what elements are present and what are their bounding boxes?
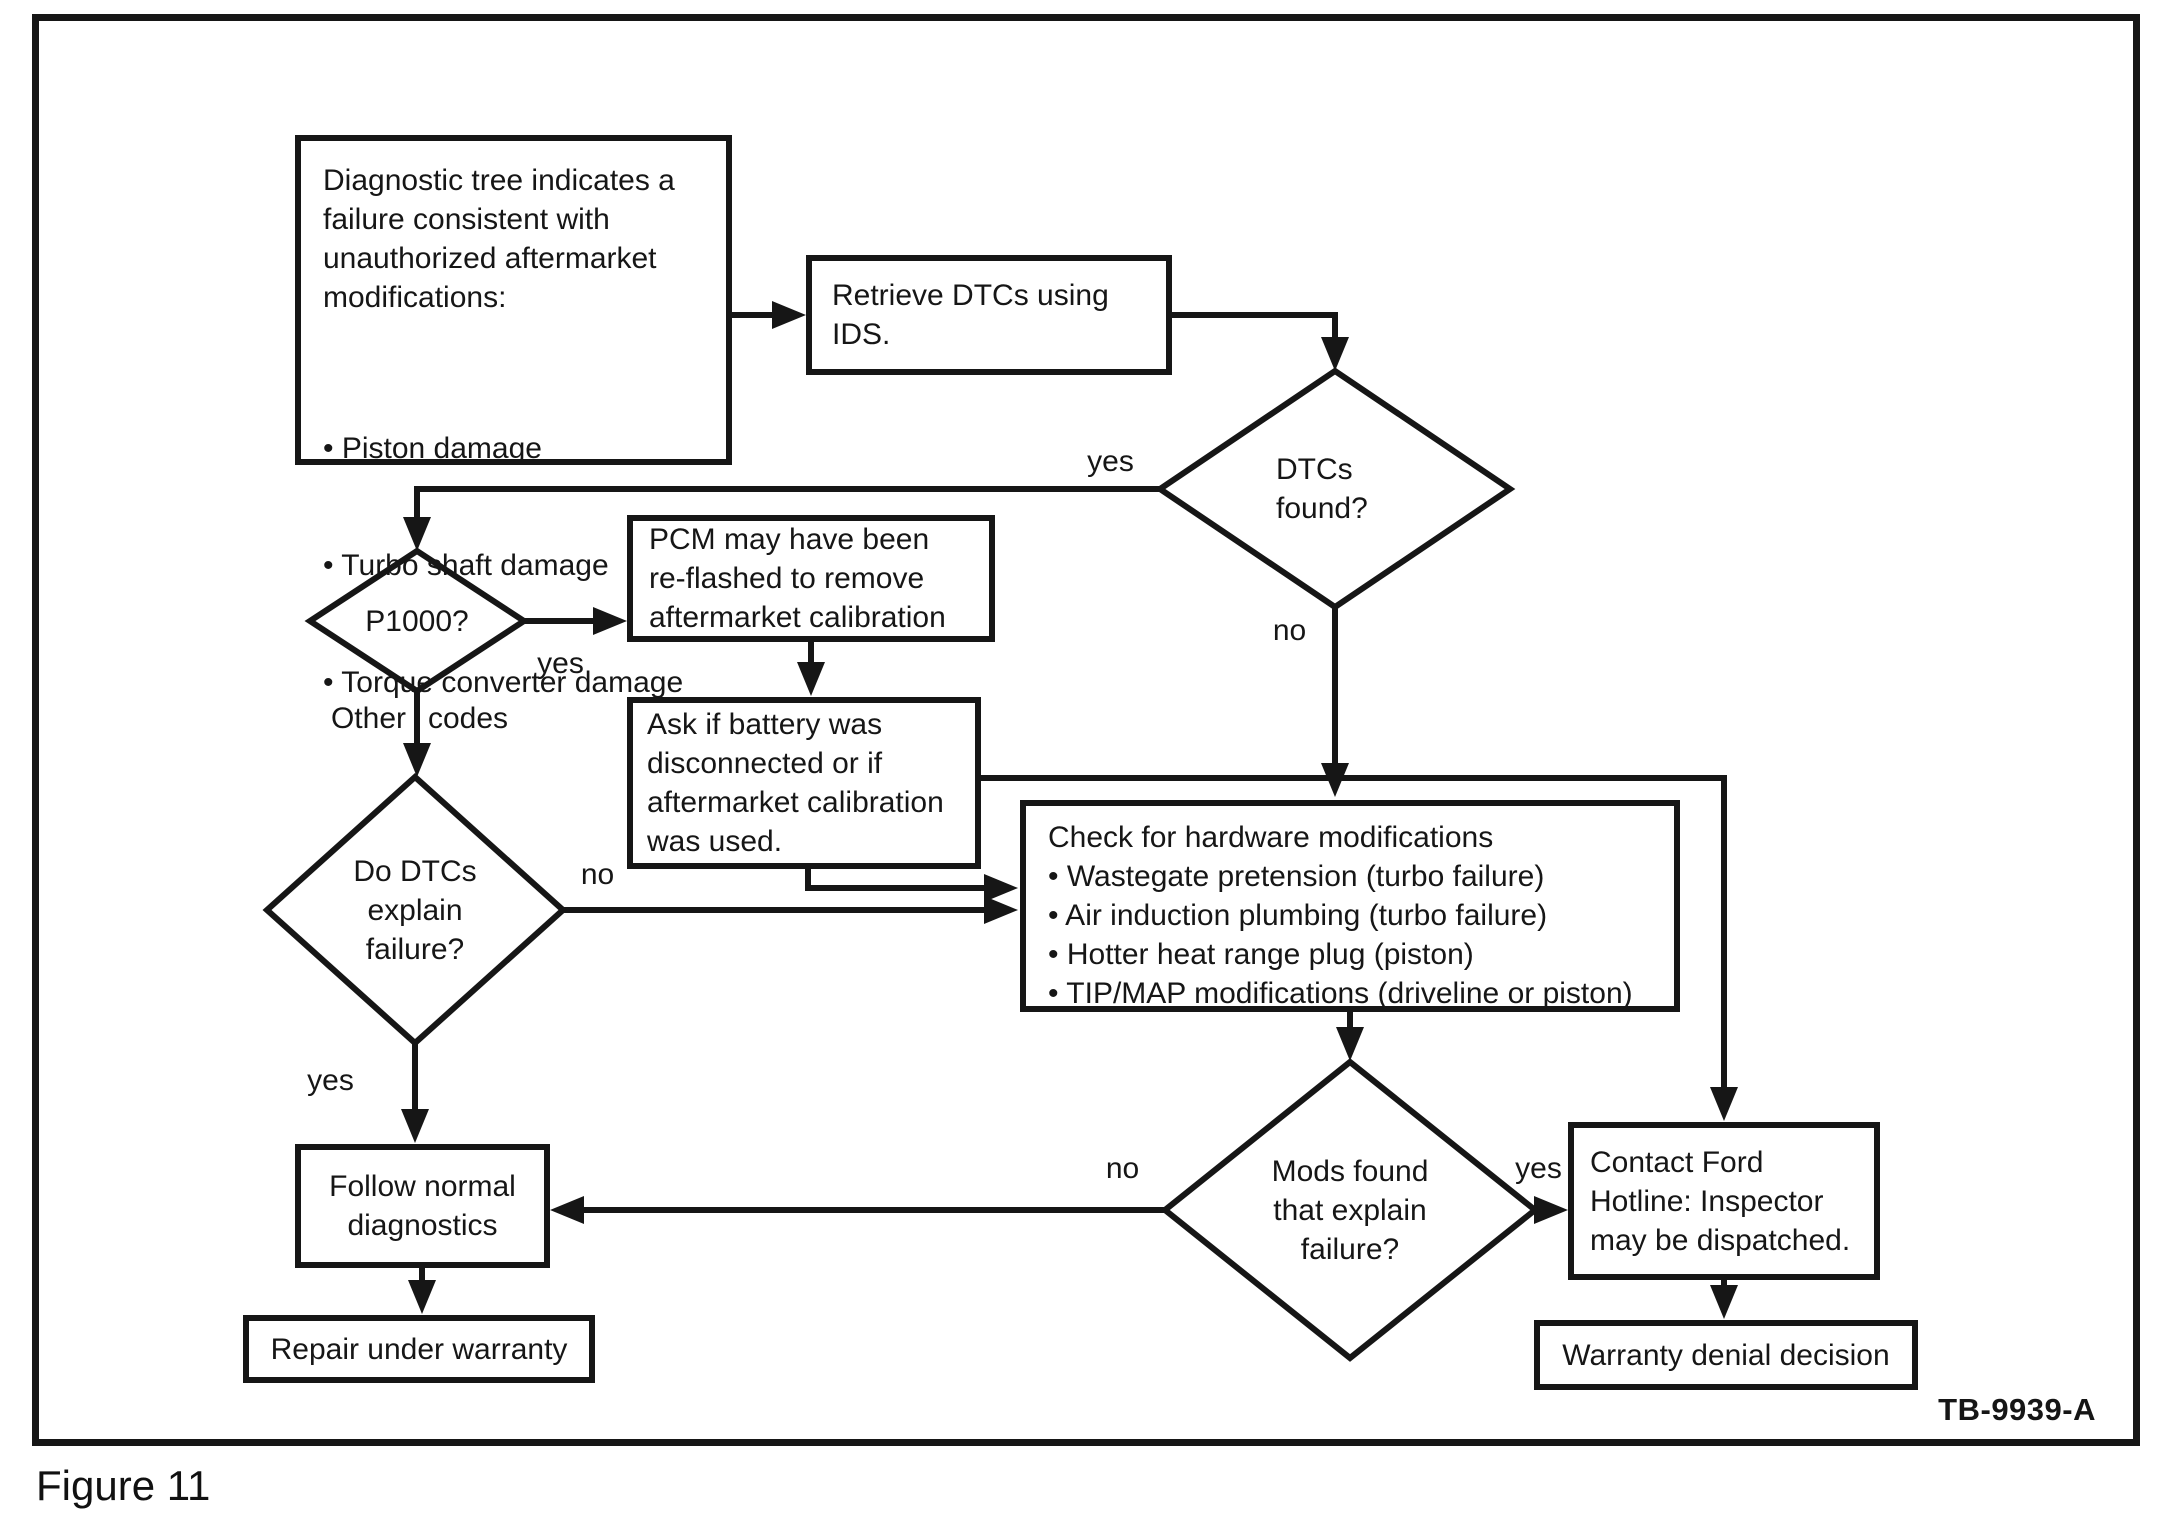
node-follow-normal-text: Follow normal diagnostics <box>329 1170 516 1242</box>
node-diagnostic-tree: Diagnostic tree indicates a failure cons… <box>295 135 732 699</box>
edge-askbattery-to-contactford <box>977 775 1727 1088</box>
bullet-item: • Torque converter damage <box>323 666 684 699</box>
bullet-item: • Hotter heat range plug (piston) <box>1048 938 1474 971</box>
node-check-hardware: Check for hardware modifications • Waste… <box>1020 800 1680 1012</box>
node-ask-battery: Ask if battery was disconnected or if af… <box>627 697 981 869</box>
document-code: TB-9939-A <box>1938 1392 2096 1427</box>
bullet-item: • TIP/MAP modifications (driveline or pi… <box>1048 977 1633 1010</box>
edge-label-dtcs-found-yes: yes <box>1087 445 1134 478</box>
edge-askbattery-to-check <box>805 869 985 891</box>
figure-caption: Figure 11 <box>36 1462 211 1509</box>
node-retrieve-dtcs: Retrieve DTCs using IDS. <box>806 255 1172 375</box>
node-diagnostic-tree-text: Diagnostic tree indicates a failure cons… <box>323 164 675 314</box>
node-contact-ford-text: Contact Ford Hotline: Inspector may be d… <box>1590 1145 1851 1257</box>
bullet-item: • Turbo shaft damage <box>323 549 609 582</box>
node-pcm-reflashed-text: PCM may have been re-flashed to remove a… <box>649 523 946 634</box>
node-check-hardware-title: Check for hardware modifications <box>1048 821 1494 854</box>
node-pcm-reflashed: PCM may have been re-flashed to remove a… <box>627 515 995 642</box>
decision-dtcs-explain-shape <box>262 772 568 1048</box>
edge-dtcsfound-yes-to-p1000 <box>414 486 1160 518</box>
node-retrieve-dtcs-text: Retrieve DTCs using IDS. <box>832 279 1109 351</box>
node-diagnostic-tree-bullets: • Piston damage • Turbo shaft damage • T… <box>323 351 683 780</box>
node-repair-warranty-text: Repair under warranty <box>270 1332 568 1366</box>
node-repair-warranty: Repair under warranty <box>243 1315 595 1383</box>
bullet-item: • Wastegate pretension (turbo failure) <box>1048 860 1545 893</box>
decision-dtcs-found-shape <box>1154 367 1516 611</box>
page-border <box>32 14 2140 1446</box>
edge-retrieve-to-dtcsfound <box>1172 312 1338 338</box>
edge-label-dtcs-found-no: no <box>1272 614 1307 647</box>
edge-label-other: Other <box>330 702 406 735</box>
arrowheads <box>401 301 1738 1319</box>
edge-label-mods-no: no <box>1105 1152 1140 1185</box>
bullet-item: • Piston damage <box>323 432 542 465</box>
edge-label-p1000-yes: yes <box>537 647 584 680</box>
decision-p1000-shape <box>304 547 530 695</box>
decision-mods-found-shape <box>1160 1058 1540 1362</box>
bullet-item: • Air induction plumbing (turbo failure) <box>1048 899 1548 932</box>
edge-label-dtcs-explain-yes: yes <box>307 1064 354 1097</box>
edge-label-codes: codes <box>428 702 509 735</box>
node-follow-normal: Follow normal diagnostics <box>295 1144 550 1268</box>
node-warranty-denial: Warranty denial decision <box>1534 1320 1918 1390</box>
edge-label-dtcs-explain-no: no <box>580 858 615 891</box>
edge-label-mods-yes: yes <box>1515 1152 1562 1185</box>
node-contact-ford: Contact Ford Hotline: Inspector may be d… <box>1568 1122 1880 1280</box>
node-ask-battery-text: Ask if battery was disconnected or if af… <box>647 708 944 858</box>
node-warranty-denial-text: Warranty denial decision <box>1562 1338 1890 1372</box>
